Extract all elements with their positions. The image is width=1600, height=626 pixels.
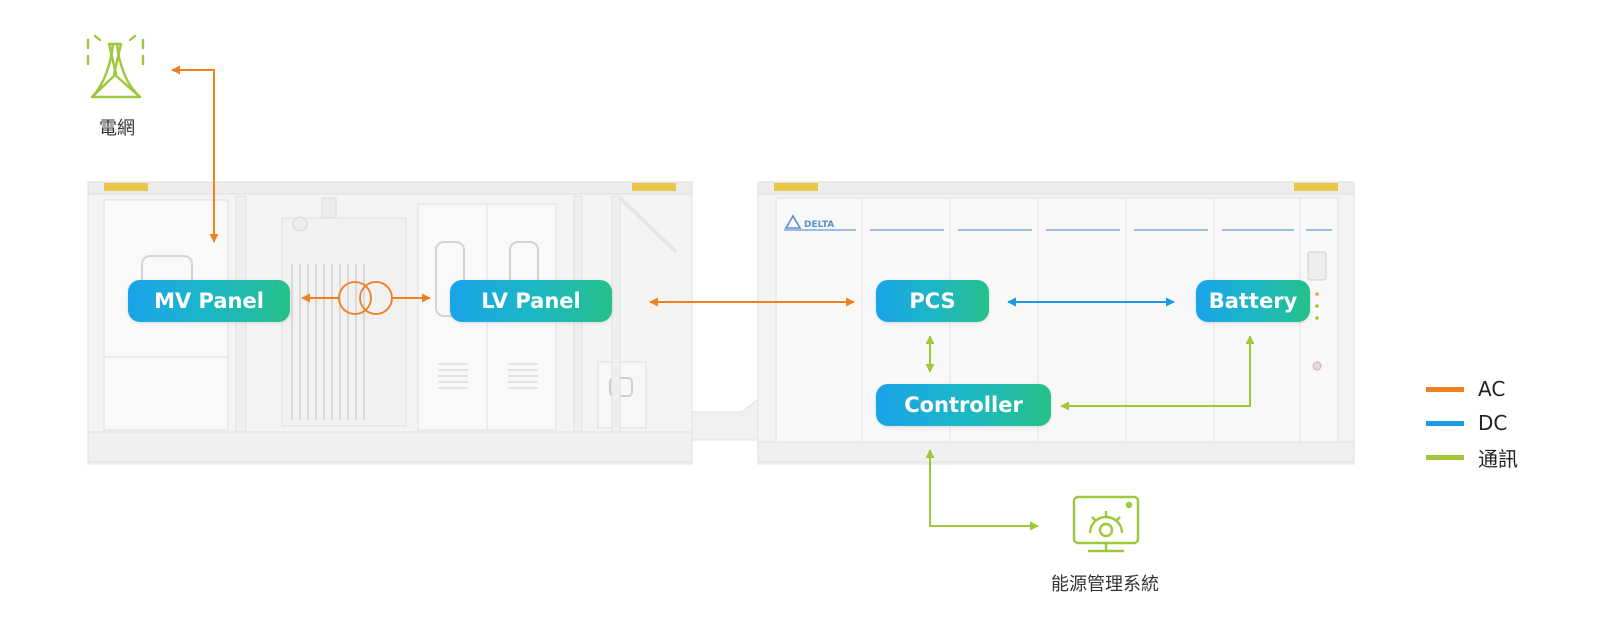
- node-mv-panel: MV Panel: [128, 280, 290, 322]
- node-battery: Battery: [1196, 280, 1310, 322]
- hazard-stripe: [632, 183, 676, 191]
- hazard-stripe: [774, 183, 818, 191]
- legend: AC DC 通訊: [1426, 372, 1518, 474]
- node-pcs: PCS: [876, 280, 989, 322]
- monitor-gear-icon: [1072, 495, 1140, 553]
- comm-line-controller-to-battery: [1060, 335, 1255, 411]
- power-tower-icon: [86, 34, 145, 99]
- delta-logo: DELTA: [784, 214, 834, 230]
- legend-item-comm: 通訊: [1426, 440, 1518, 474]
- legend-item-ac: AC: [1426, 372, 1518, 406]
- legend-swatch-comm: [1426, 454, 1464, 460]
- hazard-stripe: [1294, 183, 1338, 191]
- brand-label: DELTA: [804, 220, 834, 230]
- comm-line-controller-to-ems: [925, 449, 1039, 531]
- ac-line-grid-to-mv: [171, 65, 219, 243]
- legend-item-dc: DC: [1426, 406, 1518, 440]
- legend-swatch-ac: [1426, 386, 1464, 392]
- caption-grid: 電網: [99, 118, 135, 139]
- right-container: [757, 181, 1355, 465]
- node-controller: Controller: [876, 384, 1051, 426]
- caption-ems: 能源管理系統: [1051, 574, 1159, 595]
- legend-label-dc: DC: [1478, 411, 1508, 435]
- legend-label-ac: AC: [1478, 377, 1506, 401]
- legend-label-comm: 通訊: [1478, 446, 1518, 471]
- left-equipment-skid: [87, 181, 693, 465]
- node-lv-panel: LV Panel: [450, 280, 612, 322]
- skid-connector: [691, 394, 763, 441]
- legend-swatch-dc: [1426, 420, 1464, 426]
- hazard-stripe: [104, 183, 148, 191]
